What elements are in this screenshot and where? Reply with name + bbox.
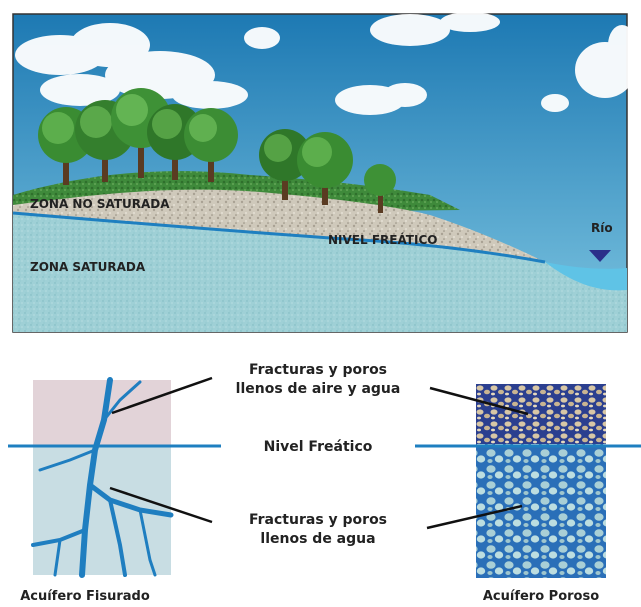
water-table-label-bottom: Nivel Freático: [264, 439, 373, 455]
air-water-label-line2: llenos de aire y agua: [236, 381, 401, 397]
water-table-label: NIVEL FREÁTICO: [328, 232, 437, 247]
saturated-zone-label: ZONA SATURADA: [30, 260, 146, 274]
bottom-panel: Fracturas y poros llenos de aire y agua …: [8, 362, 641, 604]
top-panel: ZONA NO SATURADA ZONA SATURADA NIVEL FRE…: [13, 12, 636, 332]
fractured-aquifer-caption: Acuífero Fisurado: [20, 589, 150, 604]
porous-rock-upper: [476, 384, 606, 444]
porous-aquifer-caption: Acuífero Poroso: [483, 589, 599, 604]
porous-rock-sample: [476, 384, 606, 578]
river-label: Río: [591, 221, 613, 235]
air-water-label-line1: Fracturas y poros: [249, 362, 387, 378]
water-label-line2: llenos de agua: [260, 531, 375, 547]
fractured-rock-sample: [33, 380, 171, 575]
water-label-line1: Fracturas y poros: [249, 512, 387, 528]
unsaturated-zone-label: ZONA NO SATURADA: [30, 197, 170, 211]
